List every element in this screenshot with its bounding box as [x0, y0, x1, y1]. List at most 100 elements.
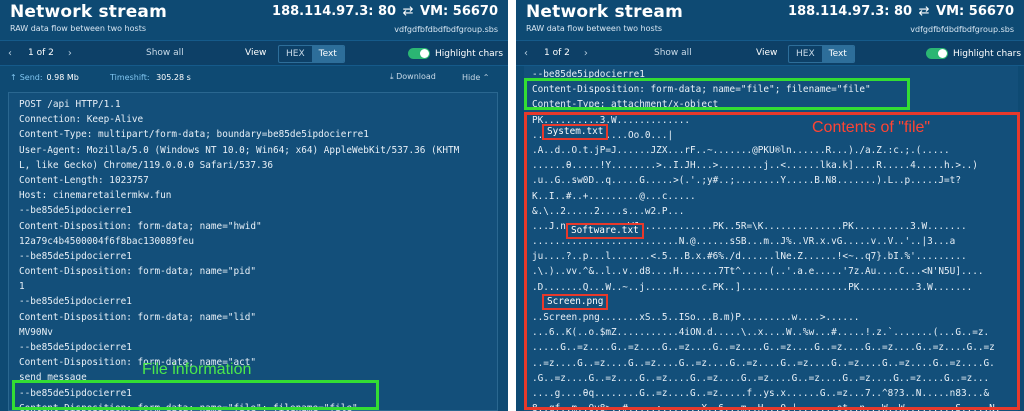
stream-line: --be85de5ipdocierre1 [19, 342, 132, 353]
panel-subtitle: RAW data flow between two hosts [10, 24, 146, 33]
vm-port: VM: 56670 [936, 4, 1014, 19]
stream-line: POST /api HTTP/1.1 [19, 99, 121, 110]
stream-line: .....G..=z....G..=z....G..=z....G..=z...… [532, 342, 995, 354]
stream-line: .A..d..O.t.jP=J......JZX...rF..~.......@… [532, 144, 950, 156]
stream-line: Content-Disposition: form-data; name="pi… [19, 266, 257, 278]
stream-line: ...J.n.......+rv.WJ.............PK..5R=\… [532, 220, 967, 232]
stream-line: .u..G..sw0D..q.....G.....>(.'.;y#..;....… [532, 175, 961, 187]
hex-view-button[interactable]: HEX [796, 49, 815, 59]
stream-line: Content-Disposition: form-data; name="hw… [19, 220, 262, 232]
download-icon: ⤓ [390, 72, 397, 81]
panel-title: Network stream [526, 2, 684, 22]
panel-divider [508, 0, 516, 411]
stream-line: Content-Disposition: form-data; name="fi… [532, 84, 871, 96]
panel-title: Network stream [10, 2, 168, 22]
stream-line: 1 [19, 281, 25, 293]
text-view-button[interactable]: Text [821, 46, 854, 62]
timeshift: Timeshift: 305.28 s [110, 73, 191, 82]
text-view-button[interactable]: Text [311, 46, 344, 62]
stream-line: --be85de5ipdocierre1 [19, 250, 132, 262]
stream-line: MV90Nv [19, 326, 53, 338]
show-all-button[interactable]: Show all [654, 48, 692, 58]
stream-line: PK..........3.W............. [532, 114, 691, 126]
stream-line: --be85de5ipdocierre1 [532, 69, 645, 80]
timeshift-label: Timeshift: [110, 72, 150, 82]
stream-line: ..Screen.png.......xS..5..ISo...B.m)P...… [532, 312, 860, 323]
filename-software-txt: Software.txt [566, 223, 644, 239]
stream-meta: ↑ Send: 0.98 Mb Timeshift: 305.28 s ⤓ Do… [0, 66, 508, 88]
stream-line: .G..=z....G..=z....G..=z....G..=z....G..… [532, 372, 990, 384]
next-page-icon[interactable]: › [583, 47, 588, 59]
file-information-annotation: File information [142, 361, 252, 378]
page-indicator: 1 of 2 [28, 48, 54, 58]
panel-header: Network stream RAW data flow between two… [516, 0, 1024, 40]
view-label: View [245, 48, 267, 58]
ip-address: 188.114.97.3: 80 [272, 4, 397, 19]
stream-line: --be85de5ipdocierre1 [19, 205, 132, 217]
hex-view-button[interactable]: HEX [286, 49, 305, 59]
download-label: Download [396, 72, 436, 81]
network-stream-panel-right: Network stream RAW data flow between two… [516, 0, 1024, 411]
panel-subtitle: RAW data flow between two hosts [526, 24, 662, 33]
view-label: View [756, 48, 778, 58]
stream-toolbar: ‹ 1 of 2 › Show all View HEX Text Highli… [516, 40, 1024, 66]
stream-line: Content-Type: multipart/form-data; bound… [19, 129, 369, 141]
connection-info: 188.114.97.3: 80 ⇄ VM: 56670 [788, 4, 1014, 19]
hide-button[interactable]: Hide ⌃ [462, 73, 490, 82]
chevron-up-icon: ⌃ [482, 72, 490, 82]
stream-line: ..=z....G..=z....G..=z....G..=z....G..=z… [532, 357, 995, 369]
stream-line: Connection: Keep-Alive [19, 114, 144, 126]
file-information-highlight [12, 380, 379, 410]
stream-line: .\.)..vv.^&..l..v..d8....H.......7Tt^...… [532, 266, 984, 278]
host-name: vdfgdfbfdbdfbdfgroup.sbs [910, 25, 1014, 34]
stream-line: 12a79c4b4500004f6f8bac130089feu [19, 235, 194, 247]
stream-line: Content-Disposition: form-data; name="ac… [19, 357, 257, 369]
stream-line: .D.......Q...W..~..j..........c.PK..]...… [532, 281, 973, 293]
view-mode-switch: HEX Text [788, 45, 855, 63]
stream-line: send_message [19, 372, 87, 384]
filename-system-txt: System.txt [542, 124, 609, 140]
filename-screen-png: Screen.png [542, 294, 609, 310]
timeshift-value: 305.28 s [156, 72, 191, 82]
host-name: vdfgdfbfdbdfbdfgroup.sbs [394, 25, 498, 34]
prev-page-icon[interactable]: ‹ [8, 47, 12, 59]
view-mode-switch: HEX Text [278, 45, 345, 63]
exchange-arrows-icon: ⇄ [918, 4, 930, 19]
stream-line: Content-Type: attachment/x-object [532, 99, 719, 111]
stream-line: User-Agent: Mozilla/5.0 (Windows NT 10.0… [19, 144, 460, 156]
stream-line: Content-Disposition: form-data; name="fi… [19, 402, 358, 411]
stream-line: --be85de5ipdocierre1 [19, 296, 132, 308]
next-page-icon[interactable]: › [67, 47, 72, 59]
stream-line: ....g....θq........G..=z....G..=z.....f.… [532, 387, 990, 399]
stream-line: K..I..#..+.........@...c..... [532, 190, 696, 202]
stream-line: ju....?..p...l.......<.5...B.x.#6%./d...… [532, 251, 967, 263]
hide-label: Hide [462, 72, 481, 82]
stream-line: --be85de5ipdocierre1 [19, 387, 132, 399]
highlight-chars-label: Highlight chars [953, 49, 1022, 59]
stream-line: ...6..K(..o.$mZ...........4iON.d.....\..… [532, 327, 990, 339]
download-button[interactable]: ⤓ Download [390, 72, 436, 82]
panel-header: Network stream RAW data flow between two… [0, 0, 508, 40]
stream-line: ......θ.....!Y........>..I.JH...>.......… [532, 160, 978, 172]
stream-line: Content-Disposition: form-data; name="li… [19, 311, 257, 323]
stream-line: Content-Length: 1023757 [19, 174, 149, 186]
stream-line: L, like Gecko) Chrome/119.0.0.0 Safari/5… [19, 159, 273, 171]
show-all-button[interactable]: Show all [146, 48, 184, 58]
vm-port: VM: 56670 [420, 4, 498, 19]
page-indicator: 1 of 2 [544, 48, 570, 58]
stream-line: &.\..2.....2....s...w2.P... [532, 205, 685, 217]
network-stream-panel-left: Network stream RAW data flow between two… [0, 0, 508, 411]
send-label: Send: [19, 72, 43, 82]
file-contents-annotation: Contents of "file" [812, 119, 931, 136]
prev-page-icon[interactable]: ‹ [524, 47, 528, 59]
stream-line: Host: cinemaretailermkw.fun [19, 190, 172, 202]
highlight-chars-toggle[interactable] [926, 48, 948, 59]
stream-line: ..........................N.@......sSB..… [532, 236, 956, 248]
send-value: 0.98 Mb [46, 72, 79, 82]
ip-address: 188.114.97.3: 80 [788, 4, 913, 19]
content-disposition-highlight [524, 78, 910, 110]
highlight-chars-toggle[interactable] [408, 48, 430, 59]
file-contents-highlight [524, 112, 1020, 410]
